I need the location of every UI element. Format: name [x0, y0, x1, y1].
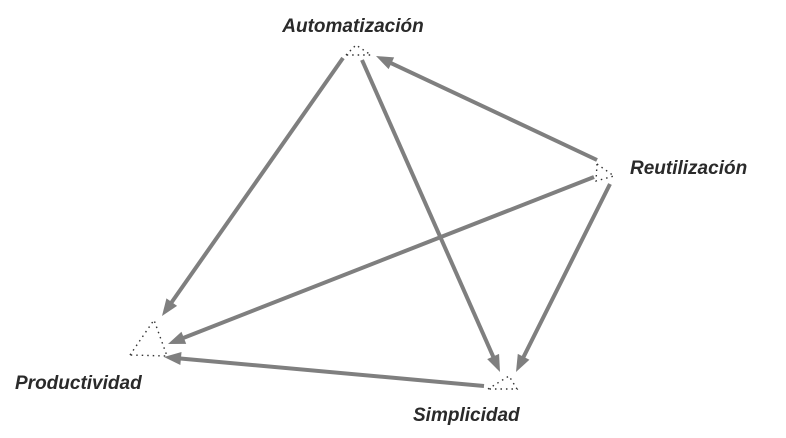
node-marker: [595, 162, 616, 182]
edge-line: [520, 183, 612, 360]
arrow-head-icon: [162, 298, 178, 316]
edge-line: [181, 175, 595, 341]
edge-simplicidad-to-productividad: [164, 352, 485, 388]
node-marker: [344, 44, 374, 56]
node-label-simplicidad: Simplicidad: [413, 405, 520, 426]
node-automatizacion: Automatización: [281, 16, 424, 56]
node-label-reutilizacion: Reutilización: [630, 158, 747, 179]
arrow-head-icon: [487, 353, 500, 372]
node-productividad: Productividad: [15, 318, 169, 394]
edge-line: [178, 356, 485, 388]
node-reutilizacion: Reutilización: [595, 158, 747, 182]
edge-line: [360, 59, 496, 360]
edge-reutilizacion-to-automatizacion: [376, 56, 598, 162]
edge-line: [168, 56, 345, 305]
node-label-productividad: Productividad: [15, 373, 142, 394]
edge-reutilizacion-to-simplicidad: [516, 183, 612, 372]
node-marker: [485, 375, 519, 390]
node-simplicidad: Simplicidad: [413, 375, 520, 426]
arrow-head-icon: [376, 56, 395, 70]
edge-automatizacion-to-simplicidad: [360, 59, 500, 372]
edge-line: [388, 60, 598, 162]
arrow-head-icon: [164, 352, 182, 366]
arrow-head-icon: [168, 331, 187, 344]
node-marker: [128, 318, 169, 357]
diagram-edges: [162, 56, 612, 388]
edge-reutilizacion-to-productividad: [168, 175, 595, 344]
node-label-automatizacion: Automatización: [281, 16, 423, 37]
diagram-nodes: AutomatizaciónReutilizaciónProductividad…: [15, 16, 747, 426]
edge-automatizacion-to-productividad: [162, 56, 345, 316]
arrow-head-icon: [516, 353, 530, 372]
